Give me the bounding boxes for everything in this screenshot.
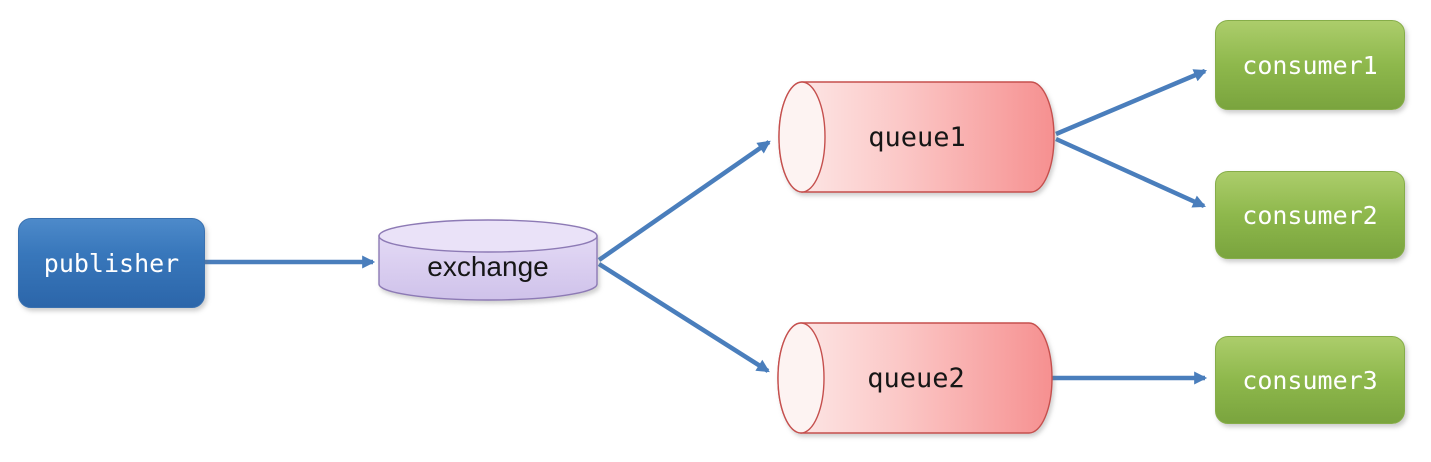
exchange-label: exchange: [427, 251, 549, 282]
consumer3-label: consumer3: [1242, 365, 1378, 395]
queue2-cylinder: [777, 322, 1053, 434]
queue1-cylinder: [778, 81, 1055, 193]
edge-exchange-queue2: [597, 262, 770, 373]
queue1-cylinder-cap: [778, 81, 826, 193]
edge-queue2-consumer3: [1055, 136, 1206, 209]
node-consumer3: consumer3: [1215, 336, 1405, 424]
edge-queue1-consumer1: [1055, 68, 1207, 137]
consumer1-label: consumer1: [1242, 50, 1378, 80]
queue2-cylinder-cap: [777, 322, 825, 434]
publisher-label: publisher: [43, 248, 180, 278]
node-consumer1: consumer1: [1215, 20, 1405, 110]
queue2-label: queue2: [867, 362, 965, 394]
node-publisher: publisher: [18, 218, 205, 308]
exchange-cylinder-body: [378, 235, 598, 301]
exchange-cylinder: [378, 219, 598, 301]
edge-exchange-queue1: [597, 140, 771, 262]
exchange-cylinder-top: [378, 219, 598, 253]
queue1-label: queue1: [868, 121, 966, 153]
consumer2-label: consumer2: [1242, 200, 1378, 230]
node-consumer2: consumer2: [1215, 171, 1405, 259]
